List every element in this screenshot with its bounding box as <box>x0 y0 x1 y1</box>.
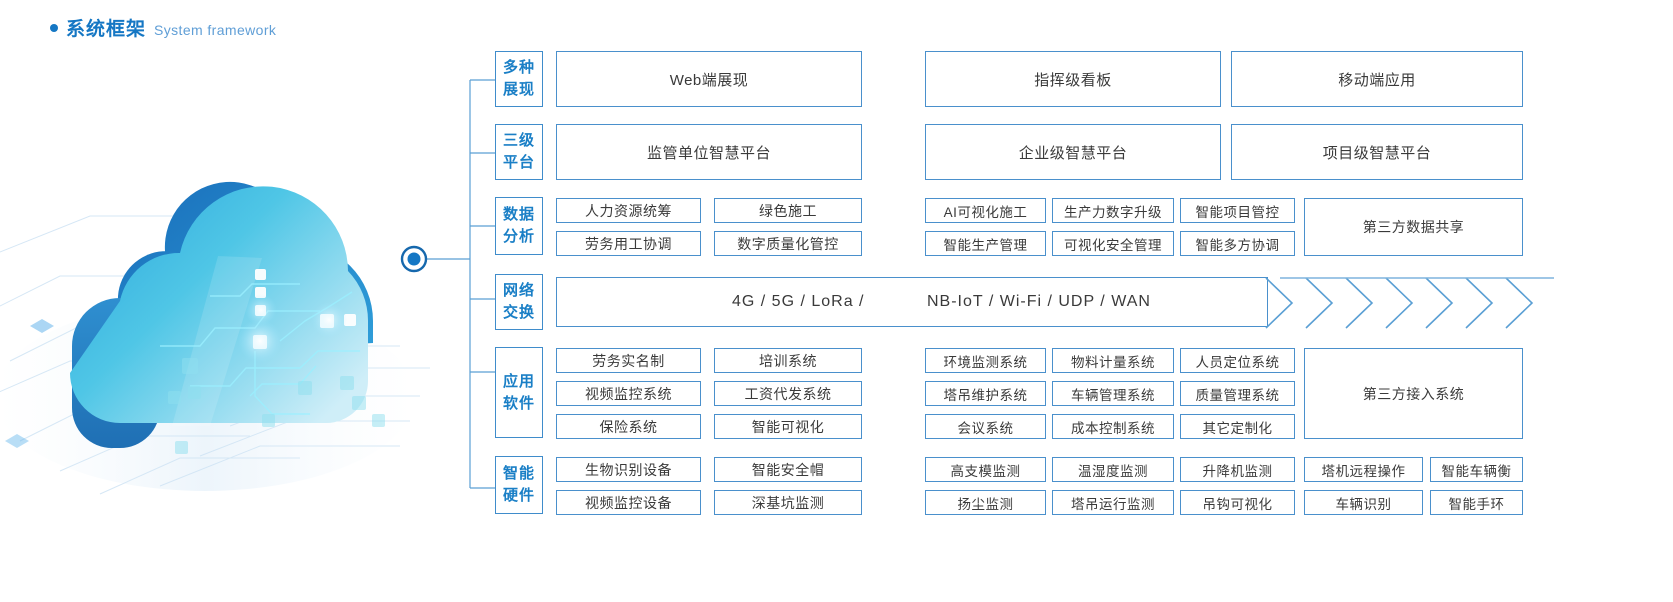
cell-web-display[interactable]: Web端展现 <box>556 51 862 107</box>
category-application-software: 应用 软件 <box>495 347 543 438</box>
floating-nodes <box>5 319 54 448</box>
cell-elevator-monitoring[interactable]: 升降机监测 <box>1180 457 1295 482</box>
cell-biometric-device[interactable]: 生物识别设备 <box>556 457 701 482</box>
cell-productivity-upgrade[interactable]: 生产力数字升级 <box>1052 198 1174 223</box>
cell-ai-visual-construction[interactable]: AI可视化施工 <box>925 198 1046 223</box>
category-line: 硬件 <box>502 487 535 504</box>
cell-smart-visualization[interactable]: 智能可视化 <box>714 414 862 439</box>
connector-tree <box>400 79 496 489</box>
category-line: 数据 <box>502 206 535 224</box>
cell-smart-production-mgmt[interactable]: 智能生产管理 <box>925 231 1046 256</box>
cell-hr-coordination[interactable]: 人力资源统筹 <box>556 198 701 223</box>
cell-environment-monitoring-system[interactable]: 环境监测系统 <box>925 348 1046 373</box>
category-line: 应用 <box>502 372 535 390</box>
cell-smart-weighbridge[interactable]: 智能车辆衡 <box>1430 457 1523 482</box>
cell-video-surveillance-device[interactable]: 视频监控设备 <box>556 490 701 515</box>
category-multi-presentation: 多种 展现 <box>495 51 543 107</box>
cell-supervision-platform[interactable]: 监管单位智慧平台 <box>556 124 862 180</box>
network-text-primary: 4G / 5G / LoRa / <box>732 293 865 310</box>
cell-temp-humidity-monitoring[interactable]: 温湿度监测 <box>1052 457 1174 482</box>
category-smart-hardware: 智能 硬件 <box>495 456 543 514</box>
cell-vehicle-management-system[interactable]: 车辆管理系统 <box>1052 381 1174 406</box>
page-header: 系统框架 System framework <box>50 14 276 41</box>
cell-material-metering-system[interactable]: 物料计量系统 <box>1052 348 1174 373</box>
connection-node-icon <box>400 245 428 273</box>
cell-crane-maintenance-system[interactable]: 塔吊维护系统 <box>925 381 1046 406</box>
network-protocol-bar[interactable]: 4G / 5G / LoRa / NB-IoT / Wi-Fi / UDP / … <box>556 277 1268 327</box>
cell-smart-multiparty-coord[interactable]: 智能多方协调 <box>1180 231 1295 256</box>
category-line: 软件 <box>502 394 535 412</box>
cell-third-party-access-system[interactable]: 第三方接入系统 <box>1304 348 1523 439</box>
cloud-network-illustration <box>0 96 440 496</box>
cell-visual-safety-mgmt[interactable]: 可视化安全管理 <box>1052 231 1174 256</box>
cell-other-customization[interactable]: 其它定制化 <box>1180 414 1295 439</box>
cell-insurance-system[interactable]: 保险系统 <box>556 414 701 439</box>
category-data-analysis: 数据 分析 <box>495 197 543 255</box>
page-title: 系统框架 <box>66 19 147 40</box>
category-line: 分析 <box>502 228 535 245</box>
page-subtitle: System framework <box>154 22 277 38</box>
cell-cost-control-system[interactable]: 成本控制系统 <box>1052 414 1174 439</box>
cell-third-party-data-sharing[interactable]: 第三方数据共享 <box>1304 198 1523 256</box>
cloud-graphic <box>0 181 430 495</box>
cloud-shape <box>70 181 385 454</box>
cell-smart-wristband[interactable]: 智能手环 <box>1430 490 1523 515</box>
cell-deep-foundation-monitoring[interactable]: 深基坑监测 <box>714 490 862 515</box>
cell-vehicle-recognition[interactable]: 车辆识别 <box>1304 490 1423 515</box>
flow-arrows <box>1265 277 1554 329</box>
dot-icon <box>50 24 58 32</box>
category-line: 智能 <box>502 465 535 483</box>
cell-labor-coordination[interactable]: 劳务用工协调 <box>556 231 701 256</box>
cell-high-formwork-monitoring[interactable]: 高支模监测 <box>925 457 1046 482</box>
category-line: 网络 <box>502 282 535 300</box>
category-line: 多种 <box>502 59 535 77</box>
cell-personnel-positioning-system[interactable]: 人员定位系统 <box>1180 348 1295 373</box>
cell-mobile-app[interactable]: 移动端应用 <box>1231 51 1523 107</box>
cell-green-construction[interactable]: 绿色施工 <box>714 198 862 223</box>
category-line: 平台 <box>502 154 535 171</box>
category-three-level-platform: 三级 平台 <box>495 124 543 180</box>
category-network-exchange: 网络 交换 <box>495 274 543 330</box>
cell-training-system[interactable]: 培训系统 <box>714 348 862 373</box>
cell-dust-monitoring[interactable]: 扬尘监测 <box>925 490 1046 515</box>
category-line: 三级 <box>502 132 535 150</box>
cell-command-dashboard[interactable]: 指挥级看板 <box>925 51 1221 107</box>
cell-digital-quality-control[interactable]: 数字质量化管控 <box>714 231 862 256</box>
cell-hook-visualization[interactable]: 吊钩可视化 <box>1180 490 1295 515</box>
cell-meeting-system[interactable]: 会议系统 <box>925 414 1046 439</box>
category-line: 展现 <box>502 81 535 98</box>
cell-smart-helmet[interactable]: 智能安全帽 <box>714 457 862 482</box>
network-text-secondary: NB-IoT / Wi-Fi / UDP / WAN <box>927 293 1151 310</box>
cell-video-surveillance-system[interactable]: 视频监控系统 <box>556 381 701 406</box>
cell-labor-real-name[interactable]: 劳务实名制 <box>556 348 701 373</box>
cell-quality-management-system[interactable]: 质量管理系统 <box>1180 381 1295 406</box>
cell-smart-project-control[interactable]: 智能项目管控 <box>1180 198 1295 223</box>
cell-project-platform[interactable]: 项目级智慧平台 <box>1231 124 1523 180</box>
cell-tower-remote-operation[interactable]: 塔机远程操作 <box>1304 457 1423 482</box>
cell-payroll-system[interactable]: 工资代发系统 <box>714 381 862 406</box>
cell-crane-operation-monitoring[interactable]: 塔吊运行监测 <box>1052 490 1174 515</box>
cell-enterprise-platform[interactable]: 企业级智慧平台 <box>925 124 1221 180</box>
category-line: 交换 <box>502 304 535 321</box>
